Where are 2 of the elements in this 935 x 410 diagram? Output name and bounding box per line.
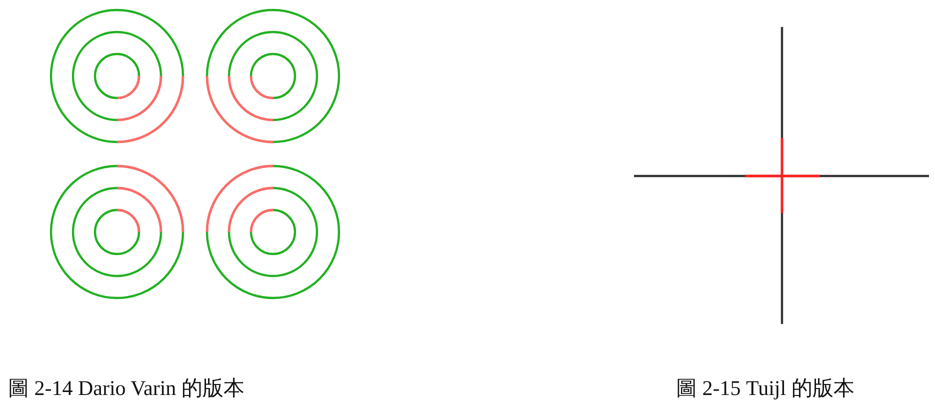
figure-caption: 圖 2-14 Dario Varin 的版本 [8, 375, 244, 402]
figure-caption: 圖 2-15 Tuijl 的版本 [676, 375, 854, 402]
